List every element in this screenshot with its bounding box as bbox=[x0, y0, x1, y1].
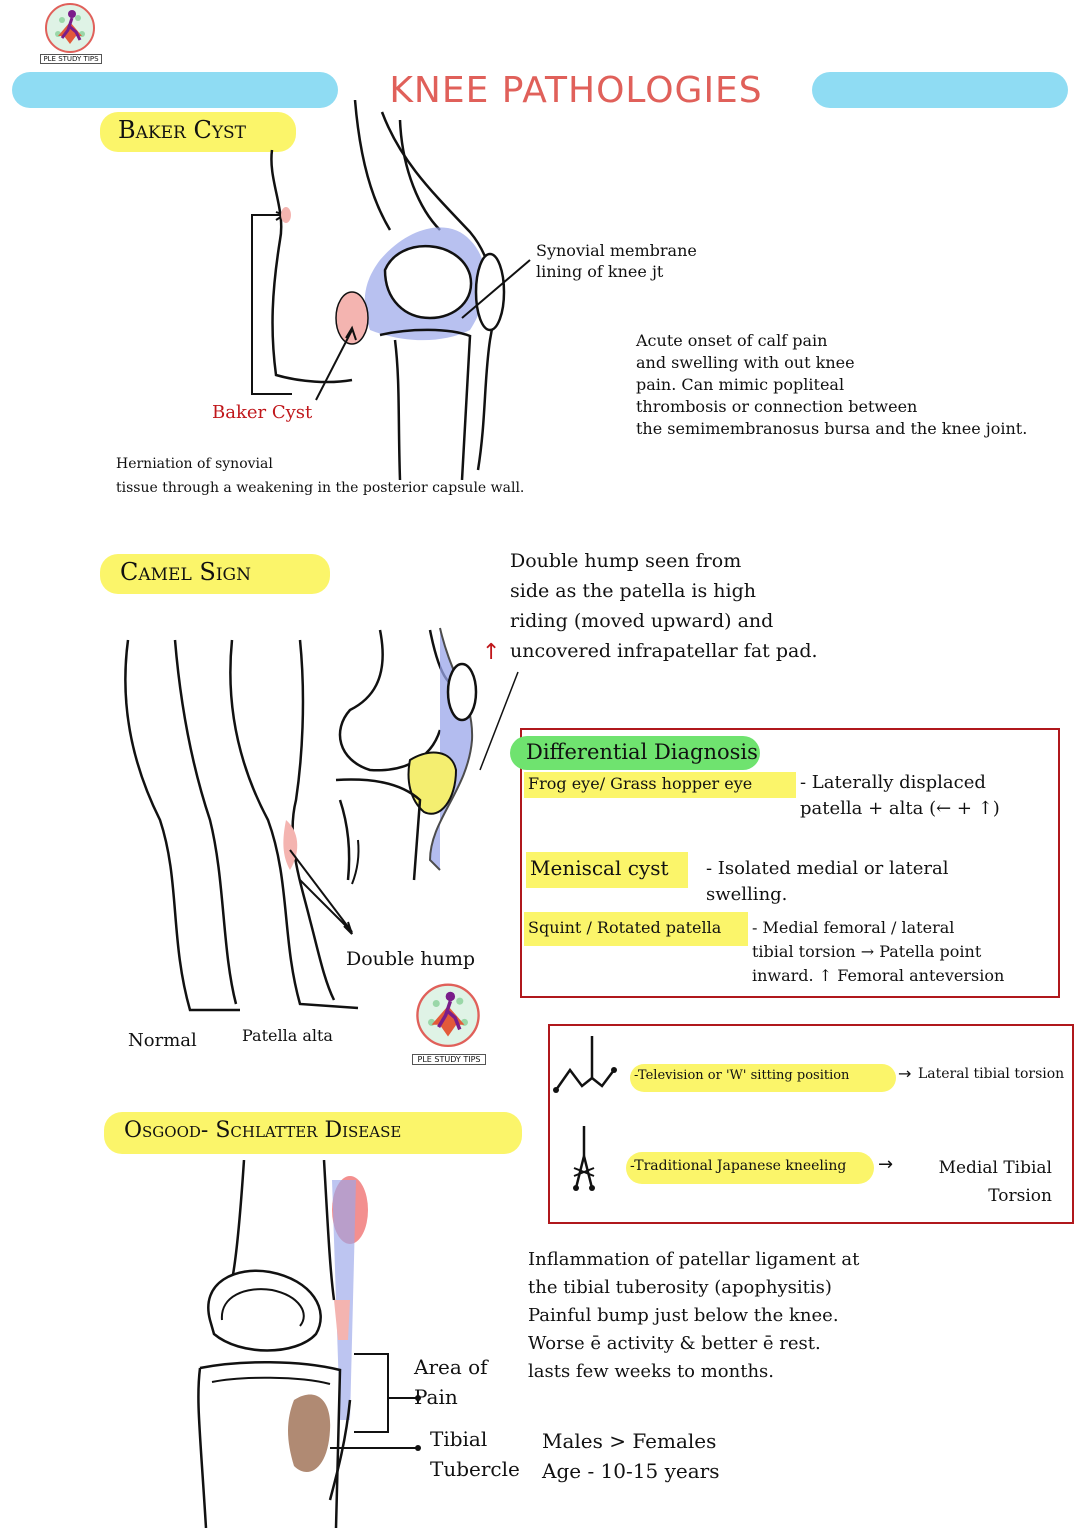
logo-top: PLE STUDY TIPS bbox=[36, 0, 104, 68]
heading-baker-cyst bbox=[100, 112, 296, 152]
sitting-tv-text: -Television or 'W' sitting position bbox=[634, 1068, 850, 1083]
header-bar-right bbox=[812, 72, 1068, 108]
ddx-item-frog-eye-term-pill bbox=[524, 772, 796, 798]
label-double-hump: Double hump bbox=[346, 948, 476, 970]
sitting-position-box bbox=[548, 1024, 1074, 1224]
ddx-item-desc: - Medial femoral / lateral tibial torsio… bbox=[752, 918, 1005, 985]
right-arrow-icon: → bbox=[878, 1154, 894, 1175]
camel-sign-diagram bbox=[124, 627, 519, 1012]
ddx-item-desc: - Laterally displaced patella + alta (← … bbox=[800, 772, 1000, 819]
up-arrow-icon: ↑ bbox=[482, 640, 501, 665]
label-baker-cyst: Baker Cyst bbox=[212, 402, 313, 423]
logo-text: PLE STUDY TIPS bbox=[412, 1054, 486, 1065]
header-bar-left bbox=[12, 72, 338, 108]
label-synovial-membrane: Synovial membrane lining of knee jt bbox=[536, 241, 697, 281]
logo-middle: PLE STUDY TIPS bbox=[408, 980, 488, 1070]
differential-diagnosis-title-pill bbox=[510, 736, 760, 770]
differential-diagnosis-title: Differential Diagnosis bbox=[526, 740, 758, 764]
w-sitting-icon bbox=[553, 1036, 617, 1191]
heading-osgood-text: Osgood- Schlatter Disease bbox=[124, 1118, 402, 1143]
logo-emblem-icon bbox=[416, 983, 480, 1048]
right-arrow-icon: → bbox=[898, 1064, 912, 1083]
ddx-item-meniscal-cyst-pill bbox=[526, 852, 688, 888]
heading-osgood-schlatter bbox=[104, 1112, 522, 1154]
baker-cyst-description: Acute onset of calf pain and swelling wi… bbox=[636, 331, 1028, 438]
ddx-item-term: Meniscal cyst bbox=[530, 856, 669, 880]
ddx-item-term: Squint / Rotated patella bbox=[528, 918, 722, 937]
label-patella-alta: Patella alta bbox=[242, 1026, 333, 1045]
sitting-jp-text: -Traditional Japanese kneeling bbox=[630, 1158, 847, 1174]
differential-diagnosis-box bbox=[520, 728, 1060, 998]
heading-camel-sign bbox=[100, 554, 330, 594]
sitting-jp-result: Medial Tibial Torsion bbox=[938, 1158, 1052, 1206]
label-normal: Normal bbox=[128, 1030, 197, 1051]
osgood-schlatter-knee-diagram bbox=[197, 1160, 421, 1528]
heading-baker-cyst-text: Baker Cyst bbox=[118, 116, 247, 144]
logo-emblem-icon bbox=[45, 3, 95, 53]
camel-sign-description: Double hump seen from side as the patell… bbox=[510, 550, 818, 662]
osgood-epidemiology: Males > Females Age - 10-15 years bbox=[542, 1429, 720, 1483]
sitting-tv-result: Lateral tibial torsion bbox=[918, 1066, 1065, 1082]
baker-cyst-knee-diagram bbox=[251, 100, 531, 480]
label-tibial-tubercle: Tibial Tubercle bbox=[430, 1427, 520, 1481]
label-area-of-pain: Area of Pain bbox=[414, 1355, 488, 1409]
ddx-item-term: Frog eye/ Grass hopper eye bbox=[528, 774, 753, 793]
ddx-item-desc: - Isolated medial or lateral swelling. bbox=[706, 858, 949, 905]
ddx-item-squint-pill bbox=[524, 912, 748, 946]
page-title: KNEE PATHOLOGIES bbox=[389, 70, 763, 111]
osgood-description: Inflammation of patellar ligament at the… bbox=[528, 1249, 860, 1382]
sitting-tv-pill bbox=[630, 1064, 896, 1092]
baker-cyst-herniation: Herniation of synovial tissue through a … bbox=[116, 456, 525, 496]
heading-camel-sign-text: Camel Sign bbox=[120, 558, 251, 586]
sitting-jp-pill bbox=[626, 1152, 874, 1184]
logo-text: PLE STUDY TIPS bbox=[40, 54, 102, 64]
